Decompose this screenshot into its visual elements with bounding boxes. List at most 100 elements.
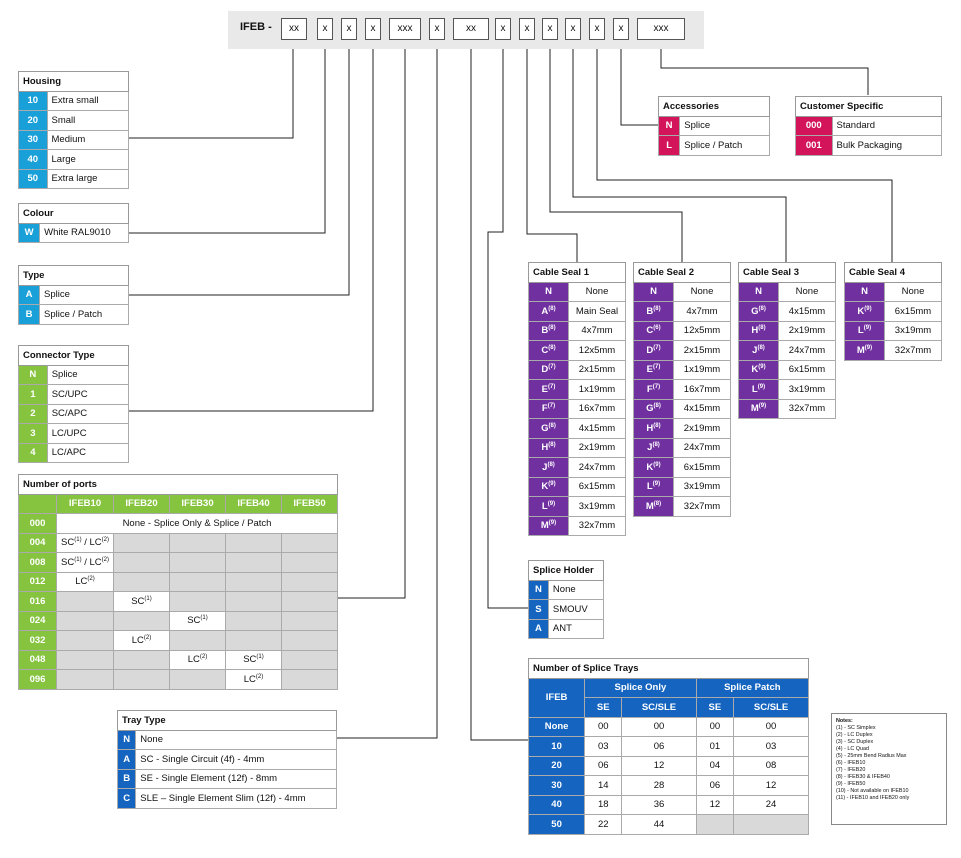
ports-cell [225,532,282,553]
seal-letter: B [646,305,654,317]
footnote-ref: (8) [653,422,661,429]
seal-letter: L [751,383,758,395]
trays-count: 01 [695,736,735,757]
note-line: (2) - LC Duplex [836,732,873,738]
ports-cell [113,532,170,553]
ports-column-header: IFEB40 [225,493,282,514]
splice-holder-code: A [528,618,549,639]
cable-seal-row: E(7)1x19mm [633,359,731,380]
cable-seal-row: M(9)32x7mm [844,340,942,361]
tray-code: N [116,729,137,750]
footnote-ref: (8) [548,344,556,351]
footnote-ref: (7) [653,364,661,371]
connector-code: 2 [18,403,48,424]
cable-seal-row: D(7)2x15mm [528,359,626,380]
seal-letter: D [646,344,654,356]
cable-seal-row: A(8)Main Seal [528,301,626,322]
customer-code: 000 [795,115,833,136]
cable-seal-row: J(8)24x7mm [738,340,836,361]
cable-seal-row: J(8)24x7mm [633,437,731,458]
note-line: (4) - LC Quad [836,746,869,752]
seal-letter: N [650,286,657,298]
footnote-ref: (8) [653,500,662,507]
footnote-ref: (7) [548,383,556,390]
part-code-segment: x [565,18,581,40]
ports-cell [56,669,114,690]
type-label: Splice / Patch [39,304,129,325]
ports-cell [56,591,114,612]
footnote-ref: (9) [864,344,873,351]
cable-seal-size: 24x7mm [673,437,731,458]
ports-cell [169,591,226,612]
cable-seal-size: 4x7mm [568,320,626,341]
ports-code: 024 [17,610,58,631]
ports-cell [225,591,282,612]
cable-seal-row: M(9)32x7mm [528,515,626,536]
part-code-segment: x [495,18,511,40]
seal-letter: H [646,422,654,434]
splice-holder-code: N [528,579,549,600]
cable-seal-code: G(8) [528,418,569,439]
cable-seal-4-title: Cable Seal 4 [844,262,942,283]
splice-trays-title: Number of Splice Trays [528,658,809,679]
tray-code: A [116,749,137,770]
trays-count: 06 [621,736,697,757]
cable-seal-code: L(9) [844,320,885,341]
port-connector: LC [89,537,102,549]
seal-letter: C [541,344,549,356]
cable-seal-code: F(7) [528,398,569,419]
ports-cell [113,552,170,573]
connector-label: LC/APC [46,442,130,463]
accessories-label: Splice / Patch [679,135,770,156]
seal-letter: A [541,305,549,317]
cable-seal-size: Main Seal [568,301,626,322]
cable-seal-code: M(8) [633,496,674,517]
customer-label: Bulk Packaging [831,135,943,156]
seal-letter: N [545,286,552,298]
cable-seal-row: G(8)4x15mm [738,301,836,322]
accessories-label: Splice [679,115,770,136]
ports-cell [113,571,170,592]
ports-cell: SC(1) [113,591,170,612]
seal-letter: D [541,364,549,376]
ports-cell [169,532,226,553]
note-line: Notes: [836,718,853,724]
ports-cell: LC(2) [113,630,170,651]
footnote-ref: (8) [757,344,765,351]
ports-cell [169,552,226,573]
cable-seal-code: J(8) [528,457,569,478]
cable-seal-row: C(6)12x5mm [633,320,731,341]
seal-letter: M [645,500,654,512]
footnote-ref: (7) [652,383,661,390]
trays-count: 44 [621,814,697,835]
port-connector: SC [131,595,145,607]
cable-seal-size: 6x15mm [884,301,942,322]
customer-label: Standard [831,115,943,136]
cable-seal-row: K(9)6x15mm [738,359,836,380]
ports-column-header: IFEB20 [113,493,170,514]
cable-seal-row: M(8)32x7mm [633,496,731,517]
part-code-segment: xxx [389,18,421,40]
cable-seal-code: K(9) [844,301,885,322]
splice-holder-label: None [547,579,605,600]
footnote-ref: (1) [200,615,208,622]
ports-cell [281,630,338,651]
ports-cell: LC(2) [225,669,282,690]
cable-seal-size: 12x5mm [673,320,731,341]
part-code-segment: x [613,18,629,40]
footnote-ref: (1) [144,595,152,602]
colour-code: W [17,222,41,243]
